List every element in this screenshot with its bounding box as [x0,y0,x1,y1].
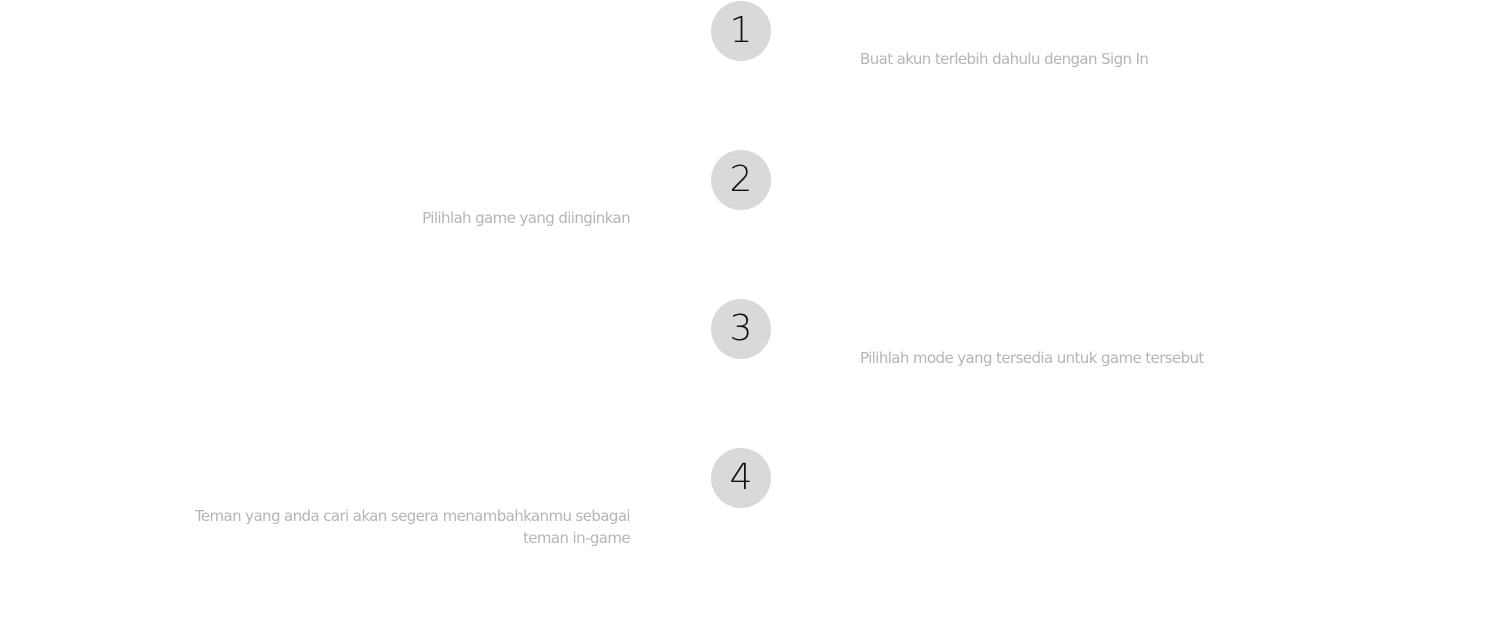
step-3-number-badge: 3 [711,299,771,359]
step-1-number-badge: 1 [711,1,771,61]
step-4-description: Teman yang anda cari akan segera menamba… [194,507,631,547]
step-4-number-badge: 4 [711,448,771,508]
step-1-description: Buat akun terlebih dahulu dengan Sign In [860,50,1149,68]
step-3-description: Pilihlah mode yang tersedia untuk game t… [860,349,1204,367]
step-2-description: Pilihlah game yang diinginkan [422,209,630,227]
step-2-number-badge: 2 [711,150,771,210]
